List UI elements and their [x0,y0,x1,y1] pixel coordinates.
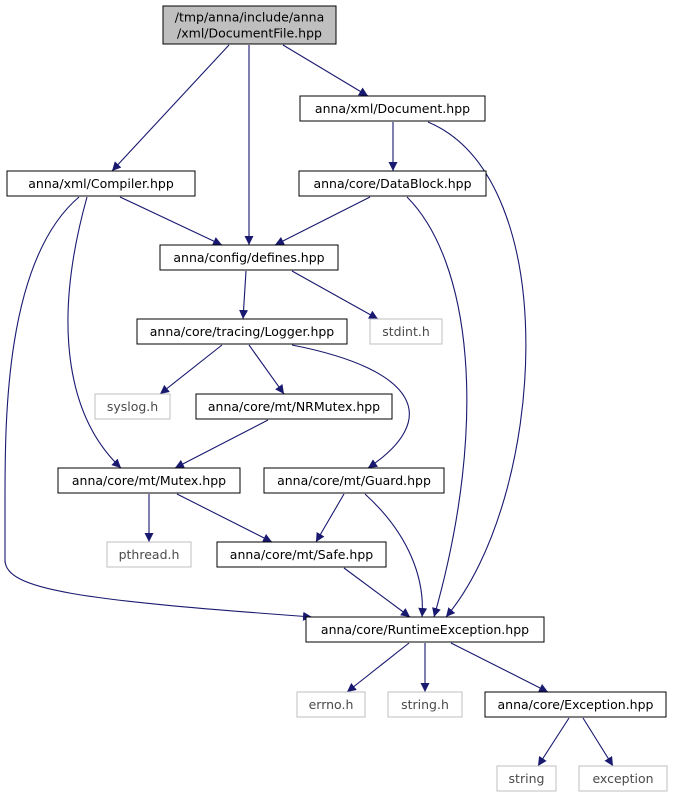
edge-defines-to-logger [239,270,249,320]
node-logger[interactable]: anna/core/tracing/Logger.hpp [136,318,348,345]
node-box [106,541,192,568]
node-label: anna/core/Exception.hpp [498,697,654,712]
edge-logger-to-syslog [159,344,223,395]
edge-datablock-to-runtime [406,196,468,618]
node-box [296,691,366,718]
node-document[interactable]: anna/xml/Document.hpp [299,95,486,122]
node-label: anna/core/mt/Safe.hpp [230,547,373,562]
edge-defines-to-stdint [291,270,379,320]
node-label: anna/core/DataBlock.hpp [313,176,471,191]
node-box [369,318,443,345]
node-box [159,244,339,271]
edge-datablock-to-defines [274,196,371,246]
node-errno[interactable]: errno.h [296,691,366,718]
node-label: anna/core/mt/Mutex.hpp [72,473,226,488]
edge-mutex-to-safe [176,493,273,543]
node-syslog[interactable]: syslog.h [94,393,171,420]
edge-compiler-to-defines [119,196,223,246]
edge-safe-to-runtime [343,567,411,618]
node-box [136,318,348,345]
edge-logger-to-guard [291,344,410,469]
node-box [195,393,393,420]
node-root[interactable]: /tmp/anna/include/anna/xml/DocumentFile.… [162,5,337,45]
edge-document-to-runtime [427,121,527,618]
node-datablock[interactable]: anna/core/DataBlock.hpp [298,170,487,197]
node-mutex[interactable]: anna/core/mt/Mutex.hpp [57,467,241,494]
node-label: anna/core/RuntimeException.hpp [321,622,529,637]
edges [4,44,614,767]
node-label: anna/core/tracing/Logger.hpp [150,324,335,339]
edge-guard-to-safe [315,493,345,543]
node-box [387,691,463,718]
nodes: /tmp/anna/include/anna/xml/DocumentFile.… [6,5,668,792]
edge-root-to-compiler [111,44,230,172]
node-box [299,95,486,122]
node-label: anna/core/mt/NRMutex.hpp [208,399,380,414]
edge-root-to-document [282,44,369,97]
node-box [57,467,241,494]
node-box [484,691,667,718]
edge-compiler-to-runtime [4,196,313,621]
node-defines[interactable]: anna/config/defines.hpp [159,244,339,271]
node-label: string [509,771,545,786]
node-box [6,170,196,197]
node-guard[interactable]: anna/core/mt/Guard.hpp [263,467,445,494]
edge-compiler-to-mutex [67,196,122,469]
node-box [162,5,337,45]
node-label: anna/core/mt/Guard.hpp [277,473,431,488]
node-label: errno.h [309,697,354,712]
node-box [578,765,668,792]
edge-nrmutex-to-mutex [174,419,269,469]
node-label: anna/config/defines.hpp [173,250,324,265]
node-label: anna/xml/Compiler.hpp [28,176,174,191]
node-exception[interactable]: exception [578,765,668,792]
node-label: exception [592,771,653,786]
edge-exception_hpp-to-exception [582,717,614,767]
node-nrmutex[interactable]: anna/core/mt/NRMutex.hpp [195,393,393,420]
node-box [94,393,171,420]
node-label: /xml/DocumentFile.hpp [177,26,322,41]
node-box [496,765,557,792]
node-label: /tmp/anna/include/anna [175,10,324,25]
node-stringh[interactable]: string.h [387,691,463,718]
node-string[interactable]: string [496,765,557,792]
node-label: anna/xml/Document.hpp [315,101,470,116]
edge-runtime-to-errno [346,642,410,693]
edge-exception_hpp-to-string [537,717,570,767]
node-runtime[interactable]: anna/core/RuntimeException.hpp [305,616,545,643]
node-box [263,467,445,494]
node-label: string.h [401,697,449,712]
node-box [305,616,545,643]
edge-guard-to-runtime [364,493,428,618]
node-compiler[interactable]: anna/xml/Compiler.hpp [6,170,196,197]
node-exception_hpp[interactable]: anna/core/Exception.hpp [484,691,667,718]
edge-runtime-to-exception_hpp [450,642,549,693]
node-safe[interactable]: anna/core/mt/Safe.hpp [216,541,387,568]
node-box [298,170,487,197]
node-label: pthread.h [119,547,180,562]
node-box [216,541,387,568]
edge-logger-to-nrmutex [248,344,285,395]
node-label: stdint.h [382,324,430,339]
node-stdint[interactable]: stdint.h [369,318,443,345]
node-pthread[interactable]: pthread.h [106,541,192,568]
node-label: syslog.h [107,399,158,414]
